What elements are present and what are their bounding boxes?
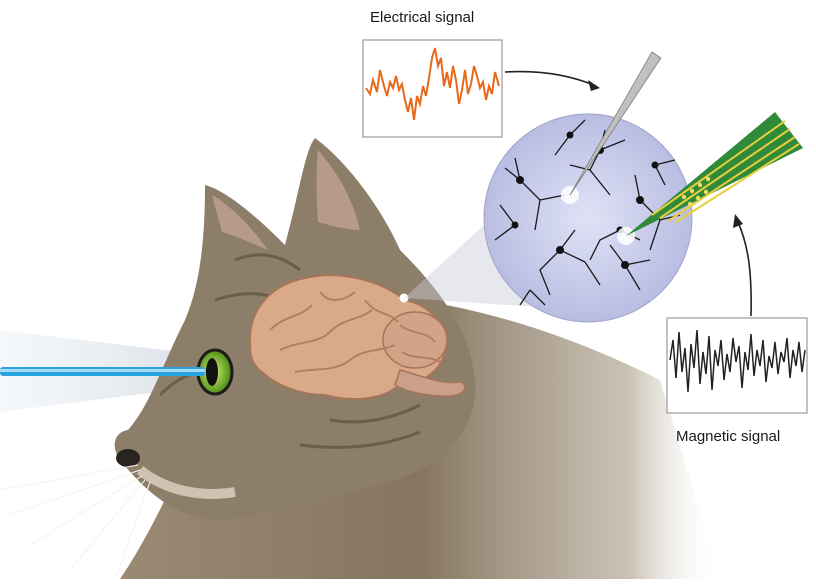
electrical-signal-label: Electrical signal xyxy=(370,9,474,26)
magnetic-signal-label: Magnetic signal xyxy=(676,428,780,445)
magnetic-signal-panel xyxy=(667,318,807,413)
magnetic-arrow xyxy=(738,222,751,316)
whiskers xyxy=(0,465,150,579)
cat-pupil xyxy=(206,358,218,386)
cat-nose xyxy=(116,449,140,467)
electrical-arrow xyxy=(505,72,596,86)
